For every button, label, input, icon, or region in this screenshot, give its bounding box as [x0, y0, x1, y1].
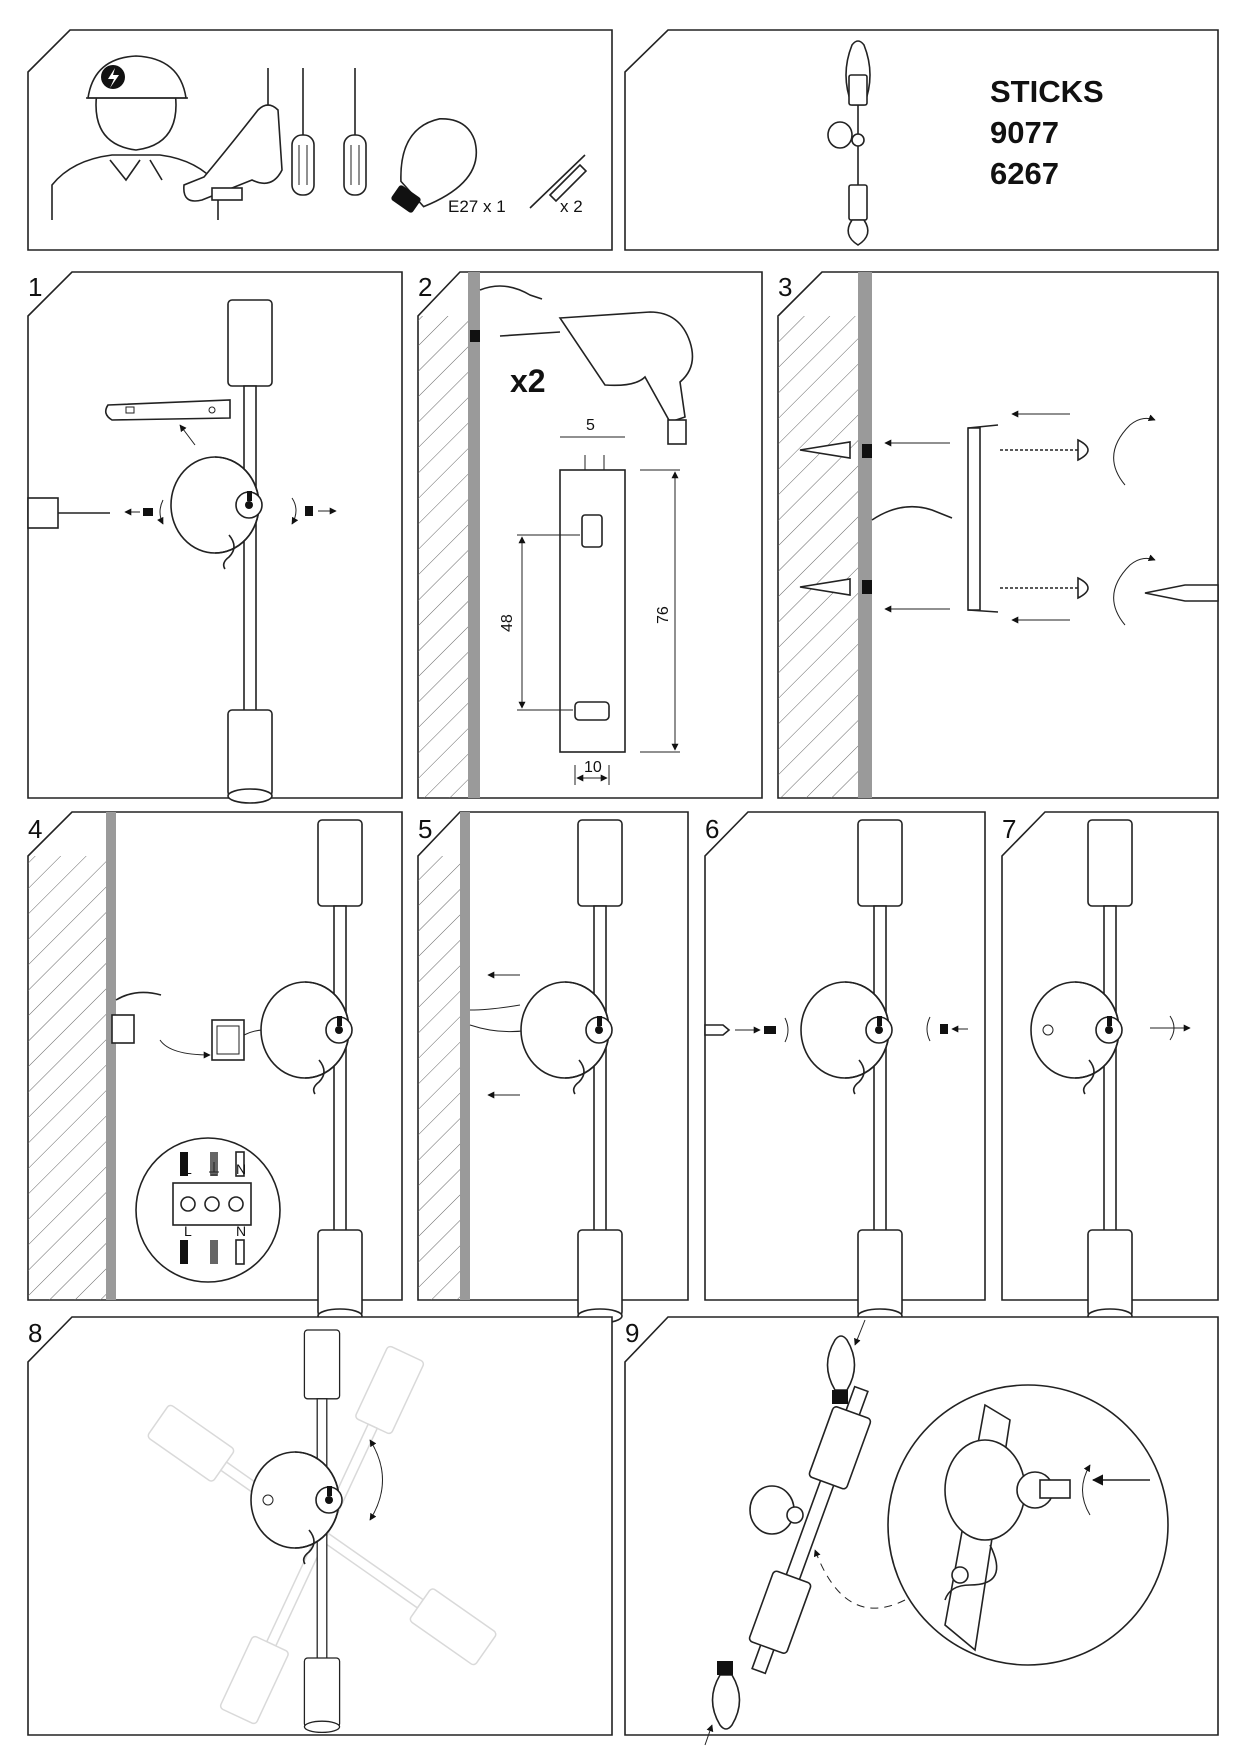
step-6-panel: 6: [704, 811, 986, 1324]
step-1-panel: 1: [27, 271, 403, 804]
step-number: 3: [778, 272, 792, 302]
bulb-upper: [826, 1335, 856, 1404]
product-code-2: 6267: [990, 156, 1059, 191]
wall-hatching: [418, 856, 460, 1300]
step-number: 1: [28, 272, 42, 302]
drill-icon: [183, 68, 283, 202]
step-9-panel: 9: [624, 1316, 1219, 1746]
bracket-dimension-drawing: [517, 436, 680, 785]
screwdriver-flat-icon: [343, 68, 367, 196]
step-number: 5: [418, 814, 432, 844]
dim-hole-spacing: 48: [499, 614, 516, 632]
drill-count: x2: [510, 363, 546, 399]
terminal-label-bottom-neutral: N: [236, 1223, 246, 1239]
mounting-bracket: [104, 399, 231, 421]
step-number: 6: [705, 814, 719, 844]
plug-quantity-label: x 2: [560, 197, 583, 216]
step-2-panel: 2 x2 5 48 76 1: [417, 271, 763, 799]
lamp-tilted: [748, 1385, 872, 1675]
wall-surface: [468, 272, 480, 798]
bracket-side-view: [967, 424, 999, 613]
terminal-block-small: [211, 1019, 245, 1061]
wall-plug-icon: [529, 154, 588, 209]
step-number: 4: [28, 814, 42, 844]
step-8-panel: 8: [27, 1316, 613, 1736]
step-number: 7: [1002, 814, 1016, 844]
screwdriver-phillips-icon: [291, 68, 315, 196]
step-number: 8: [28, 1318, 42, 1348]
product-panel: STICKS 9077 6267: [624, 29, 1219, 251]
terminal-label-bottom-live: L: [184, 1223, 192, 1239]
lightning-bolt-icon: [108, 68, 119, 88]
terminal-label-top-neutral: N: [236, 1161, 246, 1177]
product-name: STICKS: [990, 74, 1104, 109]
screw-lower: [1000, 576, 1089, 600]
earth-symbol-icon: [209, 1162, 219, 1176]
bulb-icon: [391, 118, 478, 213]
wall-hatching: [778, 316, 858, 798]
step-3-panel: 3: [777, 271, 1219, 799]
product-lamp-thumbnail: [827, 40, 871, 246]
screwdriver-tool: [704, 1024, 731, 1036]
step-5-panel: 5: [417, 811, 689, 1324]
screwdriver-tool: [27, 497, 110, 529]
bulb-lower: [711, 1661, 741, 1730]
dim-bracket-width: 10: [584, 759, 602, 776]
terminal-label-top-live: L: [184, 1161, 192, 1177]
electrician-icon: [51, 55, 219, 220]
product-code-1: 9077: [990, 115, 1059, 150]
dim-hole-width: 5: [586, 417, 595, 434]
terminal-detail-zoom: [135, 1137, 281, 1283]
wall-surface: [858, 272, 872, 798]
knob-detail-zoom: [887, 1384, 1169, 1666]
wall-surface: [460, 812, 470, 1300]
screw-upper: [1000, 438, 1089, 462]
step-number: 2: [418, 272, 432, 302]
wall-plug-lower: [799, 578, 872, 596]
wall-surface: [106, 812, 116, 1300]
wall-hatching: [418, 316, 468, 798]
dim-bracket-length: 76: [655, 606, 672, 624]
wall-plug-upper: [799, 441, 872, 459]
drill-tool: [499, 311, 694, 445]
step-4-panel: 4 L N L N: [27, 811, 403, 1324]
bulb-quantity-label: E27 x 1: [448, 197, 506, 216]
step-number: 9: [625, 1318, 639, 1348]
step-7-panel: 7: [1001, 811, 1219, 1324]
tools-panel: E27 x 1 x 2: [27, 29, 613, 251]
wall-hatching: [28, 856, 106, 1300]
screwdriver-tool: [1144, 584, 1219, 602]
